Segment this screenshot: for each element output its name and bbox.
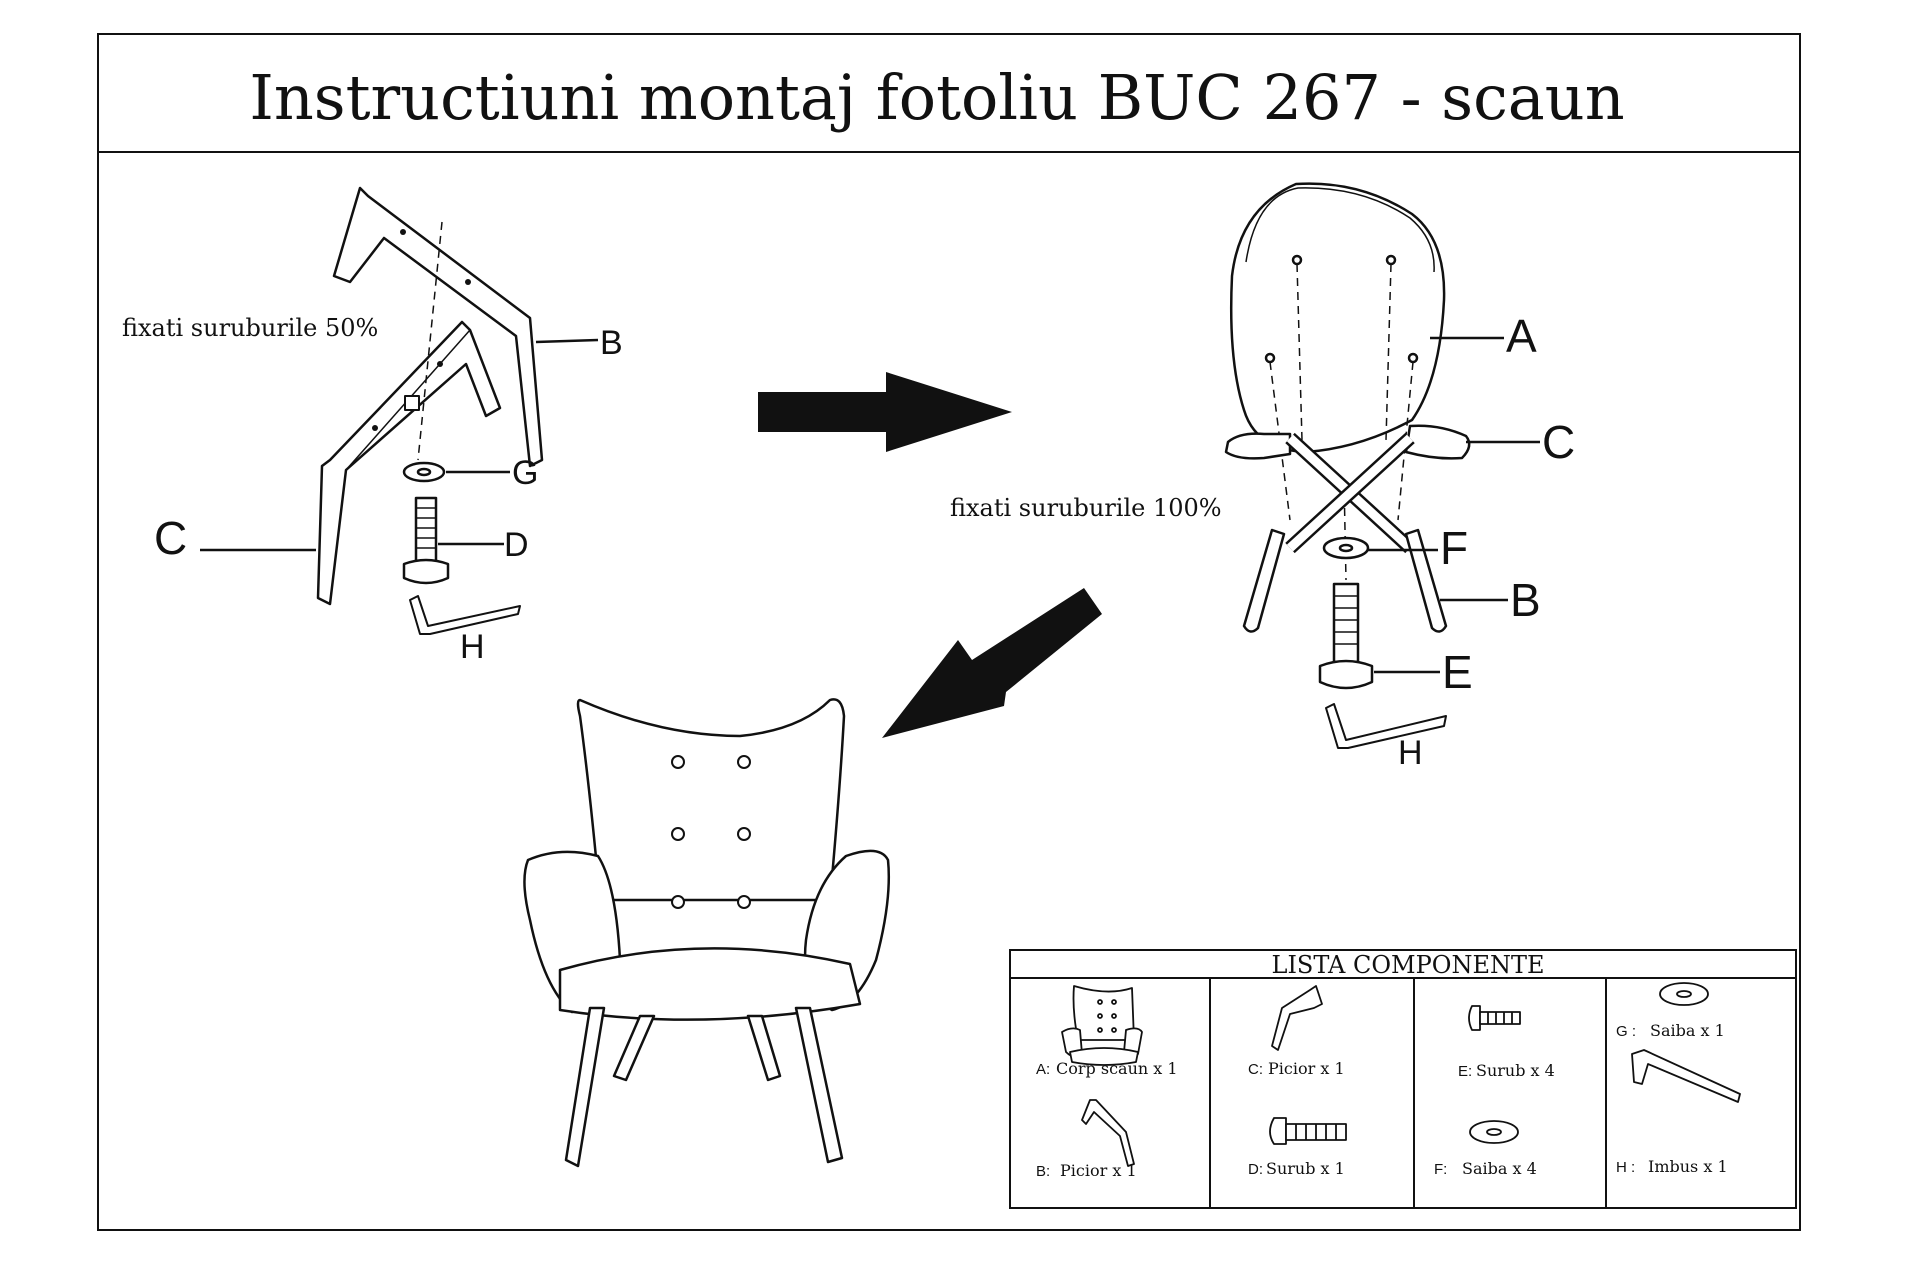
svg-text:A:: A: — [1036, 1061, 1050, 1078]
component-h: H : Imbus x 1 — [1616, 1157, 1728, 1176]
arrow-right-icon — [758, 372, 1012, 452]
label-f-step2: F — [1440, 522, 1468, 574]
thumb-f-washer-icon — [1469, 1120, 1519, 1144]
svg-text:F:: F: — [1434, 1161, 1447, 1178]
label-c-step1: C — [154, 512, 187, 564]
bolt-e-drawing — [1318, 582, 1374, 690]
components-table — [1009, 949, 1797, 1209]
label-a-step2: A — [1506, 310, 1537, 362]
svg-text:Surub x 4: Surub x 4 — [1476, 1061, 1555, 1080]
label-h-step1: H — [460, 628, 485, 666]
page-title: Instructiuni montaj fotoliu BUC 267 - sc… — [249, 61, 1624, 134]
hex-key-h1-drawing — [409, 595, 521, 635]
leg-b-step2-drawing — [1242, 528, 1286, 633]
components-heading: LISTA COMPONENTE — [1272, 951, 1545, 979]
component-a: A: Corp scaun x 1 — [1036, 1059, 1178, 1078]
thumb-e-bolt-icon — [1468, 1005, 1521, 1031]
svg-text:Saiba x 1: Saiba x 1 — [1650, 1021, 1725, 1040]
label-e-step2: E — [1442, 646, 1473, 698]
page-frame — [97, 33, 1801, 1231]
thumb-b-leg-icon — [1081, 1099, 1135, 1167]
svg-text:E:: E: — [1458, 1063, 1472, 1080]
step1-note: fixati suruburile 50% — [122, 314, 378, 342]
component-b: B: Picior x 1 — [1036, 1161, 1137, 1180]
svg-text:Saiba x 4: Saiba x 4 — [1462, 1159, 1537, 1178]
component-f: F: Saiba x 4 — [1434, 1159, 1537, 1178]
step2-note: fixati suruburile 100% — [950, 494, 1222, 522]
seat-shell-a-drawing — [1229, 182, 1446, 454]
component-c: C: Picior x 1 — [1248, 1059, 1345, 1078]
component-g: G : Saiba x 1 — [1616, 1021, 1725, 1040]
thumb-c-leg-icon — [1271, 985, 1323, 1051]
leg-c-step2-drawing — [1224, 432, 1292, 460]
armchair-buttons — [671, 755, 751, 909]
thumb-a-seat-icon — [1061, 985, 1143, 1066]
svg-text:C:: C: — [1248, 1061, 1263, 1078]
hex-key-h2-drawing — [1325, 703, 1447, 749]
svg-text:G :: G : — [1616, 1023, 1636, 1040]
label-h-step2: H — [1398, 734, 1423, 772]
step1-leg-assembly — [316, 186, 544, 635]
thumb-h-hexkey-icon — [1631, 1049, 1741, 1103]
svg-text:Surub x 1: Surub x 1 — [1266, 1159, 1345, 1178]
component-e: E: Surub x 4 — [1458, 1061, 1555, 1080]
label-g-step1: G — [512, 454, 538, 492]
label-d-step1: D — [504, 526, 529, 564]
label-b-step1: B — [600, 324, 623, 362]
svg-text:Picior x 1: Picior x 1 — [1268, 1059, 1345, 1078]
step2-seat-assembly — [1224, 182, 1471, 749]
svg-text:Imbus x 1: Imbus x 1 — [1648, 1157, 1728, 1176]
svg-text:Picior x 1: Picior x 1 — [1060, 1161, 1137, 1180]
arrow-down-left-icon — [882, 588, 1102, 738]
component-d: D: Surub x 1 — [1248, 1159, 1345, 1178]
thumb-g-washer-icon — [1659, 982, 1709, 1006]
bolt-d-drawing — [402, 496, 450, 585]
label-b-step2: B — [1510, 574, 1541, 626]
svg-text:D:: D: — [1248, 1161, 1263, 1178]
thumb-d-bolt-icon — [1269, 1117, 1347, 1145]
finished-armchair-drawing — [523, 698, 891, 1168]
label-c-step2: C — [1542, 416, 1575, 468]
svg-text:Corp scaun x 1: Corp scaun x 1 — [1056, 1059, 1178, 1078]
svg-text:H :: H : — [1616, 1159, 1635, 1176]
svg-text:B:: B: — [1036, 1163, 1050, 1180]
